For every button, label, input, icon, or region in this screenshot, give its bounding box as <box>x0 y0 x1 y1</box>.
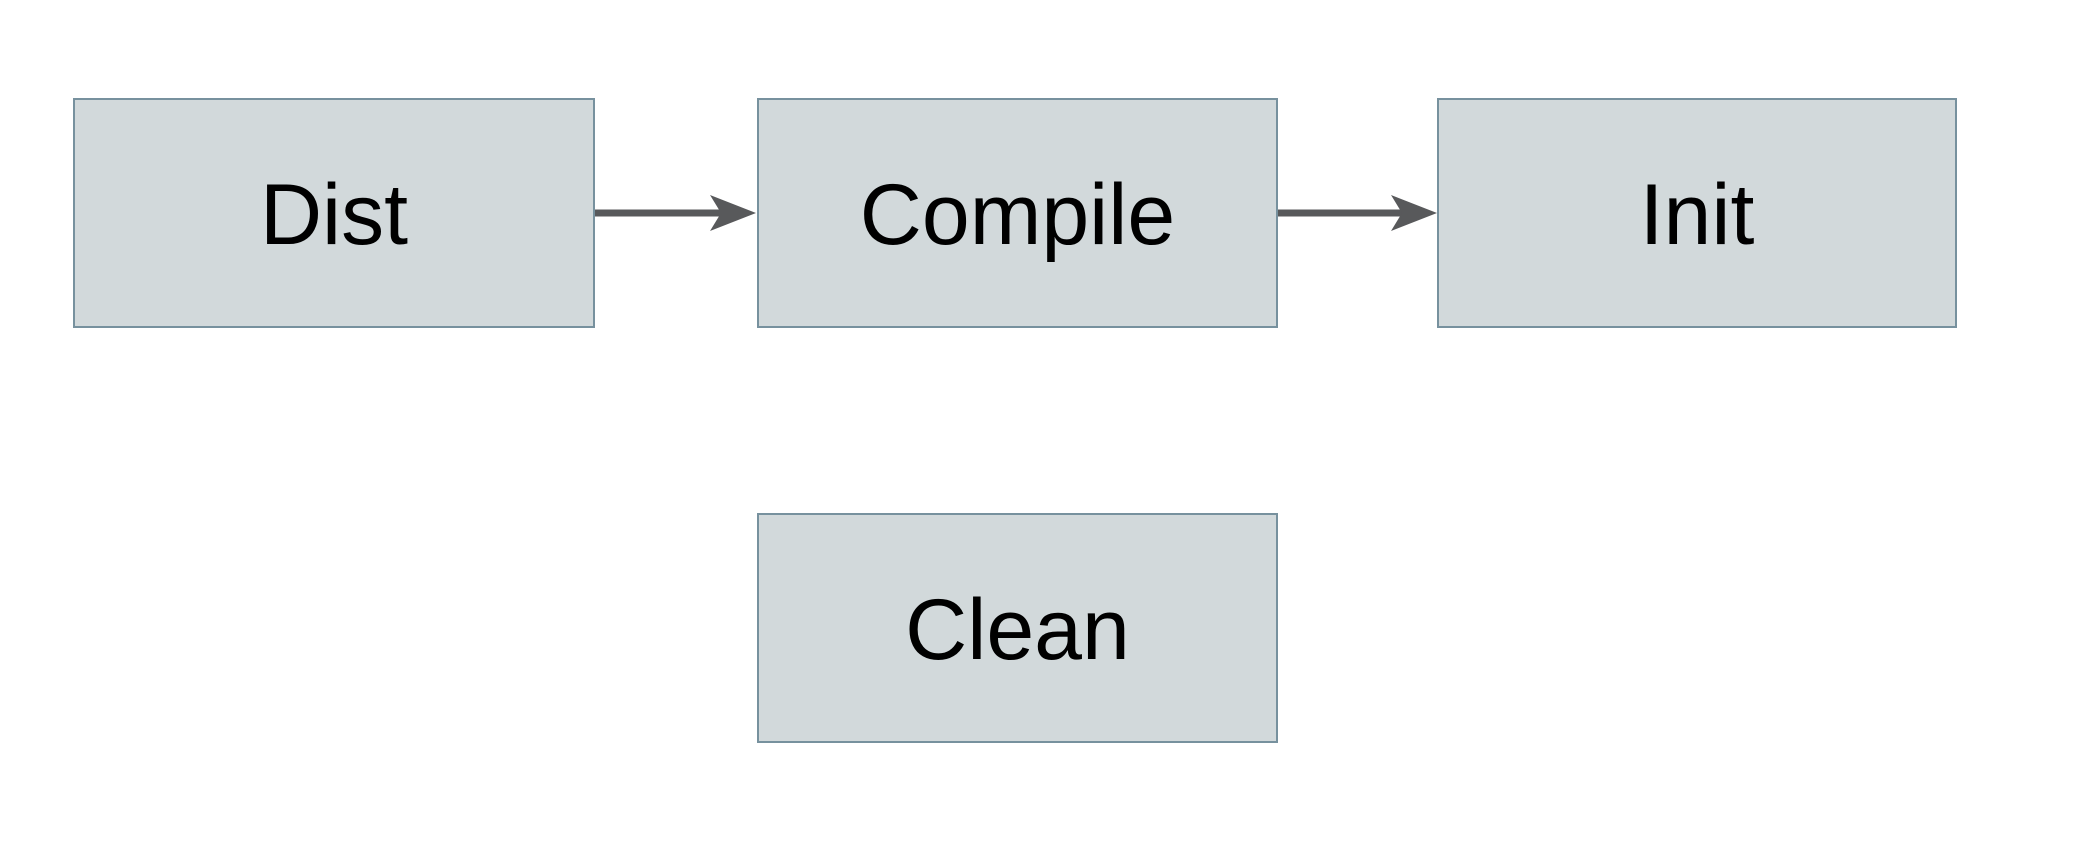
arrowhead-icon <box>1391 195 1437 231</box>
arrowhead-icon <box>710 195 756 231</box>
node-clean: Clean <box>757 513 1278 743</box>
node-dist: Dist <box>73 98 595 328</box>
node-compile-label: Compile <box>859 166 1176 263</box>
node-clean-label: Clean <box>905 581 1130 678</box>
node-init-label: Init <box>1639 166 1755 263</box>
node-init: Init <box>1437 98 1957 328</box>
edge-compile-to-init <box>1278 195 1437 231</box>
node-compile: Compile <box>757 98 1278 328</box>
node-dist-label: Dist <box>259 166 409 263</box>
edge-dist-to-compile <box>595 195 756 231</box>
